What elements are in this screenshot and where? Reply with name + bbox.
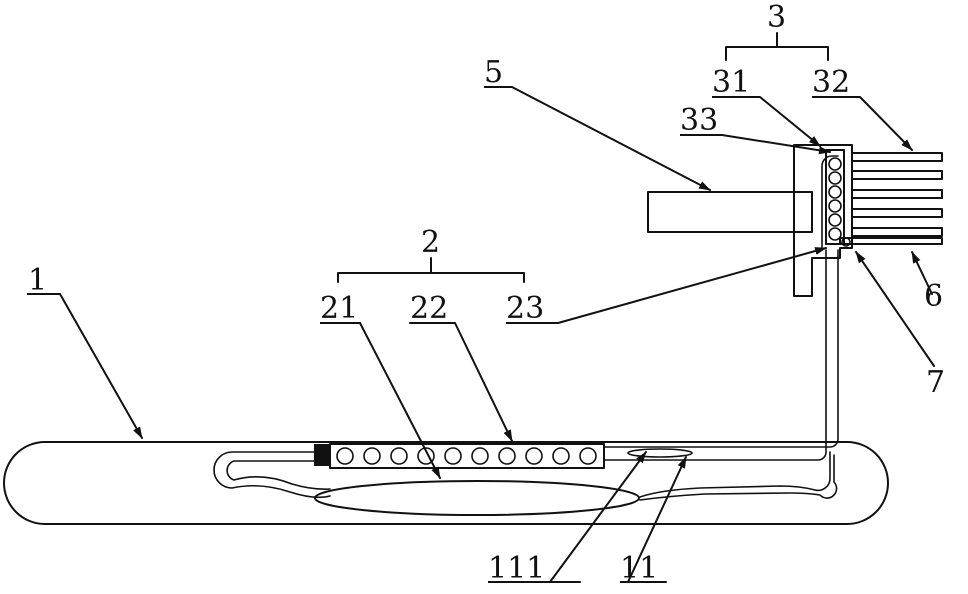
label-32: 32 bbox=[812, 65, 850, 100]
small-ellipse bbox=[628, 449, 692, 457]
group-bracket-3 bbox=[726, 33, 828, 60]
large-ellipse bbox=[315, 481, 639, 515]
leader-lines bbox=[32, 87, 934, 582]
fins bbox=[852, 153, 942, 236]
pipe-horizontal bbox=[604, 250, 838, 447]
label-21: 21 bbox=[320, 291, 358, 326]
pipe-lower bbox=[640, 452, 830, 497]
bottom-plate bbox=[840, 238, 942, 244]
label-3: 3 bbox=[767, 0, 786, 35]
label-7: 7 bbox=[926, 365, 945, 400]
label-31: 31 bbox=[712, 65, 750, 100]
group-bracket-2 bbox=[338, 258, 524, 282]
tube-loop bbox=[214, 452, 330, 497]
pipe-horizontal-inner bbox=[604, 250, 826, 460]
label-6: 6 bbox=[924, 279, 943, 314]
label-underlines bbox=[27, 87, 860, 582]
coil-circles bbox=[337, 448, 596, 464]
label-2: 2 bbox=[421, 225, 440, 260]
column-circles bbox=[829, 158, 841, 240]
label-1: 1 bbox=[28, 263, 47, 298]
label-23: 23 bbox=[506, 291, 544, 326]
label-22: 22 bbox=[410, 291, 448, 326]
label-33: 33 bbox=[680, 103, 718, 138]
connector-block bbox=[314, 444, 330, 466]
label-11: 11 bbox=[620, 551, 658, 586]
label-111: 111 bbox=[488, 551, 545, 586]
label-5: 5 bbox=[484, 55, 503, 90]
block-5 bbox=[648, 192, 812, 232]
